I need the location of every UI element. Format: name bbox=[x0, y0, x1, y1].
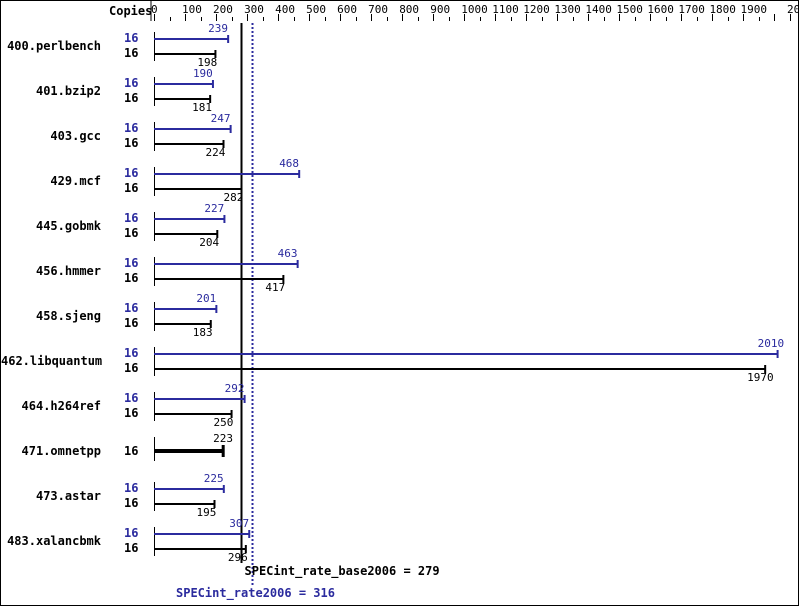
axis-tick-label: 1000 bbox=[461, 3, 488, 16]
peak-copies: 16 bbox=[124, 256, 139, 270]
benchmark-label: 400.perlbench bbox=[7, 39, 101, 53]
base-value-label: 204 bbox=[199, 236, 220, 249]
peak-copies: 16 bbox=[124, 526, 139, 540]
peak-summary-label: SPECint_rate2006 = 316 bbox=[176, 586, 335, 600]
axis-tick-label: 400 bbox=[275, 3, 295, 16]
axis-tick-label: 800 bbox=[399, 3, 420, 16]
peak-value-label: 227 bbox=[204, 202, 225, 215]
base-value-label: 223 bbox=[213, 432, 234, 445]
peak-value-label: 307 bbox=[229, 517, 250, 530]
peak-value-label: 201 bbox=[196, 292, 217, 305]
base-copies: 16 bbox=[124, 316, 139, 330]
base-value-label: 183 bbox=[192, 326, 213, 339]
peak-copies: 16 bbox=[124, 301, 139, 315]
peak-value-label: 2010 bbox=[757, 337, 785, 350]
base-copies: 16 bbox=[124, 444, 139, 458]
benchmark-label: 456.hmmer bbox=[35, 264, 101, 278]
copies-header: Copies bbox=[109, 4, 153, 18]
axis-tick-label: 1500 bbox=[616, 3, 643, 16]
axis-tick-label: 0 bbox=[151, 3, 158, 16]
base-copies: 16 bbox=[124, 181, 139, 195]
base-copies: 16 bbox=[124, 136, 139, 150]
base-copies: 16 bbox=[124, 541, 139, 555]
axis-tick-label: 100 bbox=[182, 3, 202, 16]
axis-tick-label: 1200 bbox=[523, 3, 550, 16]
peak-copies: 16 bbox=[124, 346, 139, 360]
peak-copies: 16 bbox=[124, 481, 139, 495]
base-value-label: 181 bbox=[192, 101, 213, 114]
benchmark-label: 401.bzip2 bbox=[35, 84, 101, 98]
base-copies: 16 bbox=[124, 361, 139, 375]
base-copies: 16 bbox=[124, 226, 139, 240]
axis-tick-label: 600 bbox=[337, 3, 358, 16]
peak-value-label: 247 bbox=[210, 112, 231, 125]
peak-value-label: 292 bbox=[224, 382, 245, 395]
benchmark-label: 464.h264ref bbox=[21, 399, 101, 413]
base-value-label: 1970 bbox=[747, 371, 774, 384]
axis-tick-label: 1900 bbox=[740, 3, 767, 16]
base-summary-label: SPECint_rate_base2006 = 279 bbox=[244, 564, 440, 578]
base-value-label: 282 bbox=[223, 191, 244, 204]
axis-tick-label: 1100 bbox=[492, 3, 519, 16]
base-value-label: 198 bbox=[197, 56, 218, 69]
benchmark-label: 462.libquantum bbox=[1, 354, 103, 368]
benchmark-label: 473.astar bbox=[35, 489, 101, 503]
axis-tick-label: 1800 bbox=[709, 3, 736, 16]
axis-tick-label: 500 bbox=[306, 3, 326, 16]
base-value-label: 250 bbox=[213, 416, 234, 429]
axis-tick-label: 2050 bbox=[787, 3, 799, 16]
peak-copies: 16 bbox=[124, 166, 139, 180]
benchmark-label: 471.omnetpp bbox=[21, 444, 101, 458]
peak-value-label: 239 bbox=[208, 22, 229, 35]
axis-tick-label: 1700 bbox=[678, 3, 705, 16]
peak-copies: 16 bbox=[124, 391, 139, 405]
axis-tick-label: 300 bbox=[244, 3, 264, 16]
axis-tick-label: 700 bbox=[368, 3, 389, 16]
benchmark-label: 403.gcc bbox=[50, 129, 101, 143]
axis-tick-label: 1300 bbox=[554, 3, 581, 16]
base-copies: 16 bbox=[124, 496, 139, 510]
benchmark-label: 445.gobmk bbox=[35, 219, 101, 233]
base-value-label: 224 bbox=[205, 146, 226, 159]
base-copies: 16 bbox=[124, 46, 139, 60]
base-value-label: 195 bbox=[196, 506, 217, 519]
peak-copies: 16 bbox=[124, 121, 139, 135]
axis-tick-label: 1400 bbox=[585, 3, 612, 16]
peak-value-label: 463 bbox=[277, 247, 298, 260]
benchmark-label: 429.mcf bbox=[50, 174, 101, 188]
benchmark-label: 483.xalancbmk bbox=[7, 534, 101, 548]
base-copies: 16 bbox=[124, 91, 139, 105]
peak-copies: 16 bbox=[124, 76, 139, 90]
benchmark-label: 458.sjeng bbox=[35, 309, 101, 323]
base-copies: 16 bbox=[124, 406, 139, 420]
peak-value-label: 225 bbox=[203, 472, 224, 485]
axis-tick-label: 900 bbox=[430, 3, 451, 16]
axis-tick-label: 1600 bbox=[647, 3, 674, 16]
peak-value-label: 468 bbox=[279, 157, 300, 170]
peak-copies: 16 bbox=[124, 31, 139, 45]
base-copies: 16 bbox=[124, 271, 139, 285]
peak-value-label: 190 bbox=[192, 67, 213, 80]
base-value-label: 417 bbox=[265, 281, 286, 294]
base-value-label: 296 bbox=[227, 551, 248, 564]
axis-tick-label: 200 bbox=[213, 3, 233, 16]
peak-copies: 16 bbox=[124, 211, 139, 225]
